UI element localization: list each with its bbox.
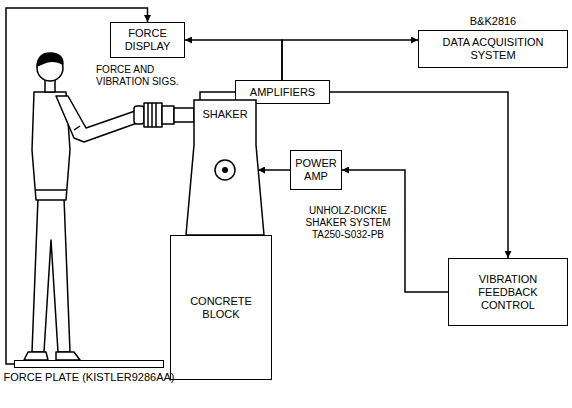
system-note: UNHOLZ-DICKIE SHAKER SYSTEM TA250-S032-P… xyxy=(298,205,398,241)
hand xyxy=(134,106,144,124)
handle-grip-line xyxy=(151,103,153,127)
handle xyxy=(144,103,162,127)
shaker-armature xyxy=(174,108,194,122)
box-label: POWER AMP xyxy=(294,157,338,183)
box-label: B&K2816 xyxy=(409,15,572,28)
display-box: FORCE DISPLAY xyxy=(110,22,185,58)
shoe xyxy=(56,352,80,360)
box-label: VIBRATION FEEDBACK CONTROL xyxy=(452,273,564,312)
trunnion-pin xyxy=(222,167,228,173)
legs xyxy=(32,198,70,352)
handle-grip-line xyxy=(155,103,157,127)
shaker-trunnion xyxy=(186,100,264,235)
sweater-hem xyxy=(36,189,66,191)
force-transducer xyxy=(162,106,174,124)
box-label: FORCE PLATE (KISTLER9286AA) xyxy=(0,371,183,384)
signal-label: FORCE AND VIBRATION SIGS. xyxy=(96,64,208,88)
neck xyxy=(45,80,55,92)
trunnion-pivot xyxy=(215,160,235,180)
box-label: AMPLIFIERS xyxy=(239,86,326,99)
box-label: FORCE DISPLAY xyxy=(114,27,181,53)
arm xyxy=(56,96,140,142)
shoe xyxy=(24,352,48,360)
shaker-body: SHAKER xyxy=(186,100,264,235)
power-amp-box: POWER AMP xyxy=(290,150,342,190)
box-label: CONCRETE BLOCK xyxy=(174,295,268,321)
box-label: SHAKER xyxy=(189,108,261,121)
signal-connector xyxy=(200,92,235,100)
feedback-control-box: VIBRATION FEEDBACK CONTROL xyxy=(448,258,568,326)
signal-connector xyxy=(258,169,290,171)
hair xyxy=(37,53,63,66)
signal-connector xyxy=(6,8,148,364)
box-label: DATA ACQUISITION SYSTEM xyxy=(422,36,564,62)
data-acquisition-box: B&K2816DATA ACQUISITION SYSTEM xyxy=(418,30,568,68)
shaker-outline xyxy=(186,100,264,235)
cuff xyxy=(74,126,80,130)
concrete-block: CONCRETE BLOCK xyxy=(170,235,272,380)
handle-grip-line xyxy=(147,103,149,127)
force-plate: FORCE PLATE (KISTLER9286AA) xyxy=(14,360,164,368)
signal-connector xyxy=(282,40,418,80)
